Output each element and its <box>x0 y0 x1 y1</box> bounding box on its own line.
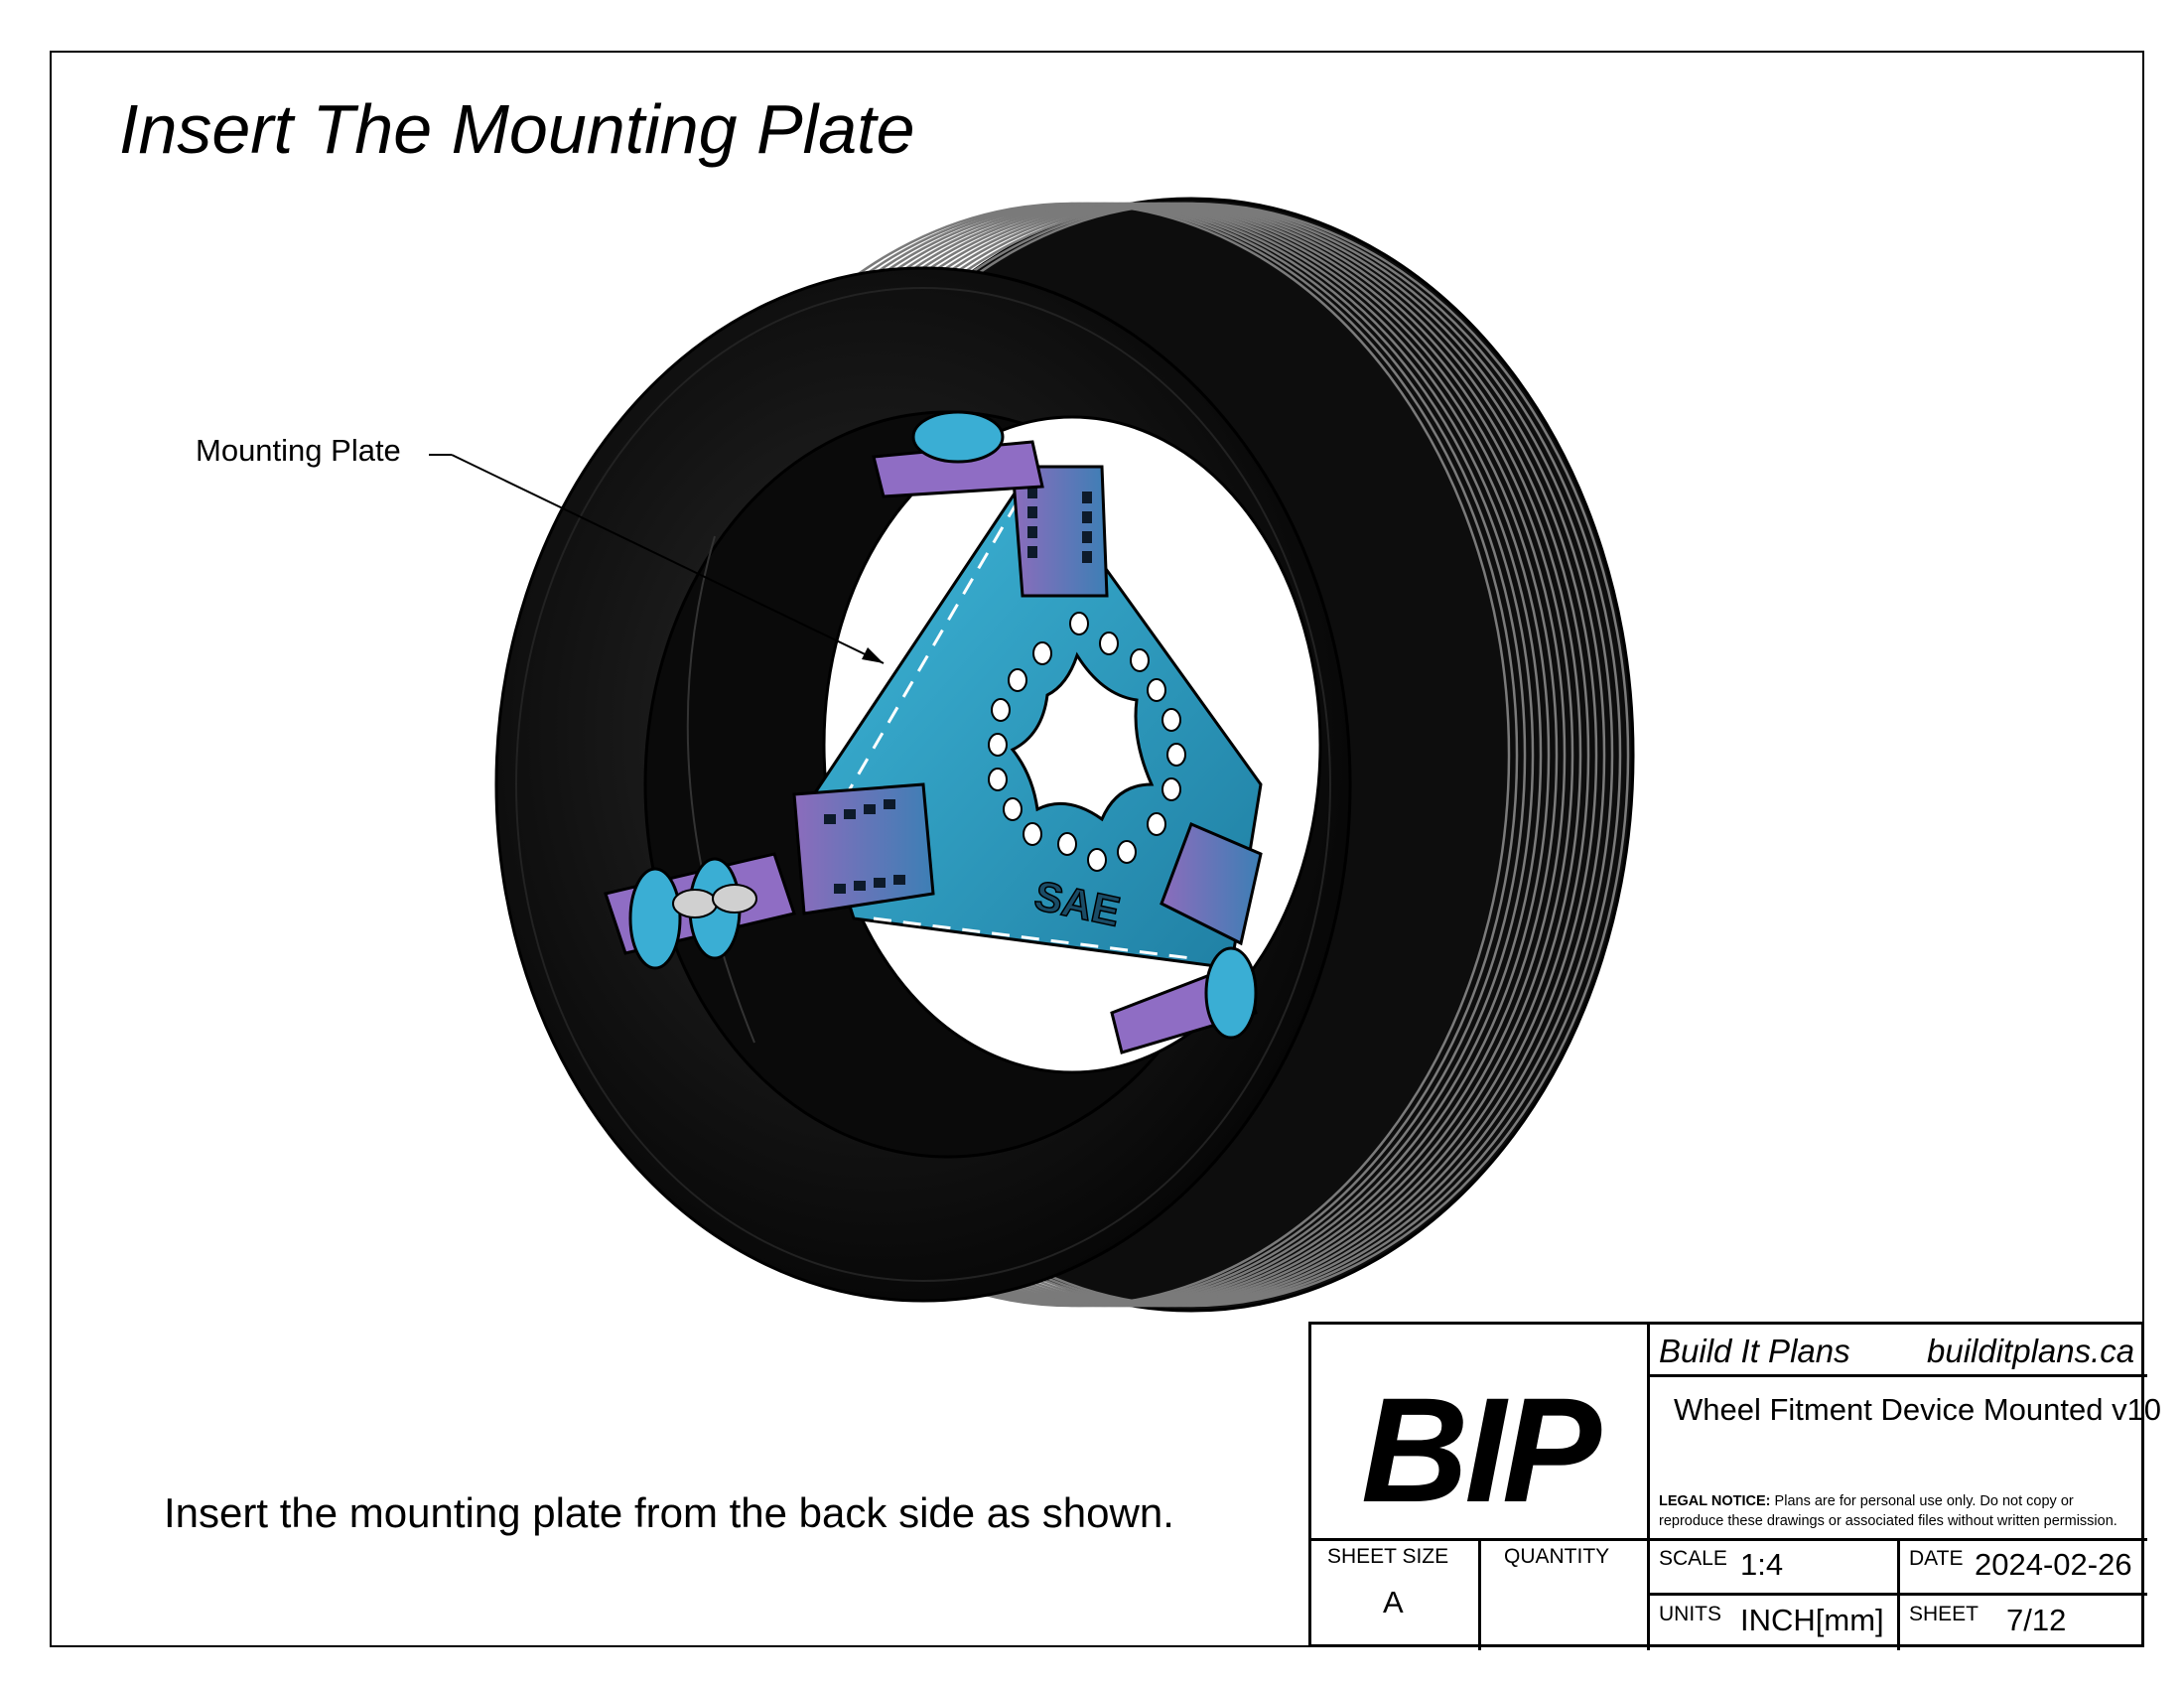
scale-label: SCALE <box>1659 1547 1727 1570</box>
bolt-hole-ring <box>988 612 1186 872</box>
drawing-sheet-border <box>50 51 2144 1647</box>
callout-leader <box>429 454 885 664</box>
date-label: DATE <box>1909 1547 1964 1570</box>
legal-notice: LEGAL NOTICE: Plans are for personal use… <box>1659 1491 2135 1531</box>
scale-value: 1:4 <box>1740 1547 1784 1582</box>
sheet-number-label: SHEET <box>1909 1603 1979 1625</box>
sheet-size-label: SHEET SIZE <box>1327 1545 1449 1568</box>
title-block: BIP Build It Plans builditplans.ca Wheel… <box>1308 1322 2161 1650</box>
legal-notice-label: LEGAL NOTICE: <box>1659 1493 1771 1509</box>
bip-logo: BIP <box>1361 1366 1601 1533</box>
quantity-label: QUANTITY <box>1504 1545 1610 1568</box>
plate-arms <box>792 465 1263 946</box>
clamp-brackets <box>604 410 1258 1055</box>
page-title: Insert The Mounting Plate <box>119 90 915 168</box>
callout-label-mounting-plate: Mounting Plate <box>196 433 401 468</box>
company-name: Build It Plans <box>1659 1333 1850 1369</box>
units-label: UNITS <box>1659 1603 1721 1625</box>
legal-notice-text: Plans are for personal use only. Do not … <box>1659 1493 2117 1529</box>
drawing-title: Wheel Fitment Device Mounted v10 <box>1674 1392 2162 1427</box>
units-value: INCH[mm] <box>1740 1603 1884 1637</box>
sheet-number-value: 7/12 <box>2006 1603 2067 1637</box>
sheet-size-value: A <box>1383 1585 1404 1619</box>
instruction-text: Insert the mounting plate from the back … <box>164 1489 1174 1536</box>
website-url: builditplans.ca <box>1927 1333 2135 1369</box>
date-value: 2024-02-26 <box>1975 1547 2132 1582</box>
hub-hole <box>1010 651 1155 822</box>
